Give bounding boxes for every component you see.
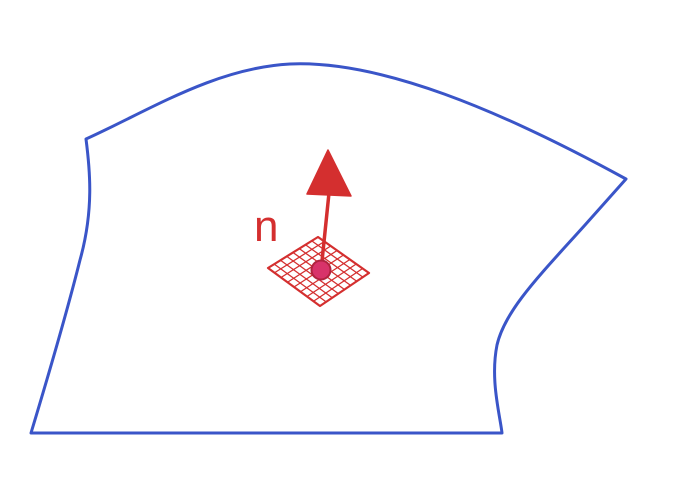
- normal-label: n: [254, 202, 278, 251]
- patch-outline: [266, 235, 371, 308]
- triangle-arrowhead-icon: [306, 149, 352, 197]
- mesh-line: [306, 263, 357, 298]
- normal-vector-shaft: [319, 191, 331, 273]
- surface-outline: [29, 62, 628, 435]
- mesh-line: [313, 267, 363, 302]
- mesh-line: [280, 259, 333, 299]
- point-marker: [310, 259, 332, 281]
- mesh-line: [273, 263, 327, 303]
